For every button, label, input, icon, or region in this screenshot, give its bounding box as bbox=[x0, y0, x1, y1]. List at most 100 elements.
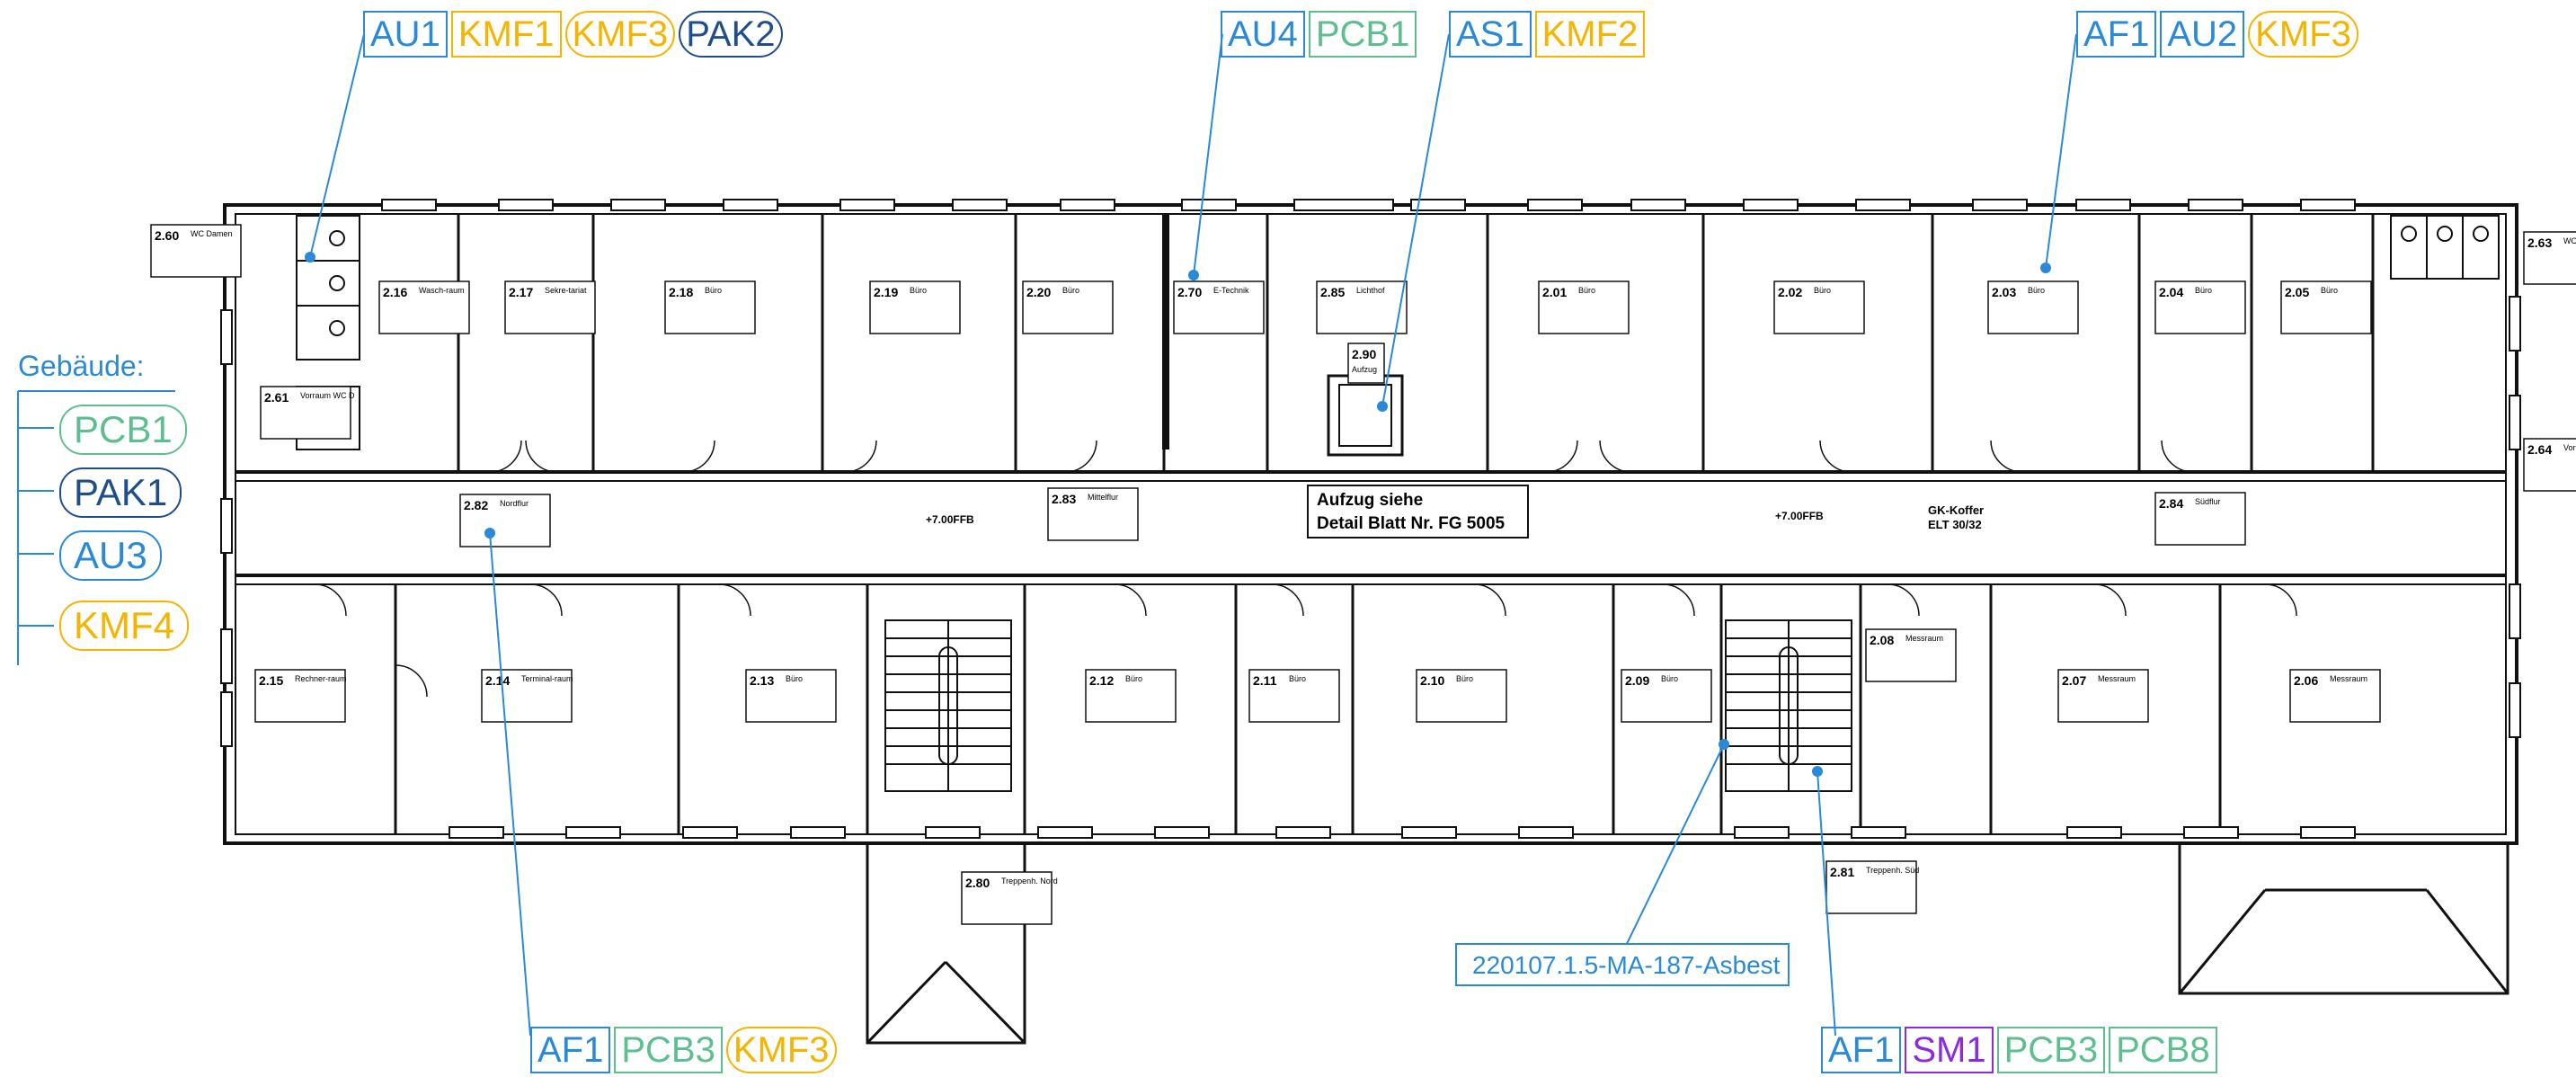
elevator-note: Aufzug siehe Detail Blatt Nr. FG 5005 bbox=[1307, 485, 1529, 538]
tag-af1: AF1 bbox=[2076, 11, 2157, 58]
tag-kmf3: KMF3 bbox=[564, 11, 676, 58]
room-name: Treppenh. Nord bbox=[1001, 877, 1058, 886]
tag-pcb3: PCB3 bbox=[614, 1027, 723, 1073]
room-name: Vorraum bbox=[2563, 443, 2576, 452]
room-name: Lichthof bbox=[1356, 286, 1385, 295]
room-number: 2.05 bbox=[2285, 285, 2309, 299]
room-name: Büro bbox=[705, 286, 722, 295]
room-2-18: 2.18 Büro bbox=[664, 280, 756, 334]
windows-side bbox=[220, 296, 2521, 747]
room-name: Südflur bbox=[2195, 497, 2221, 506]
room-number: 2.82 bbox=[464, 498, 488, 512]
room-number: 2.15 bbox=[259, 673, 283, 688]
tag-af1: AF1 bbox=[1821, 1027, 1902, 1073]
room-number: 2.01 bbox=[1542, 285, 1567, 299]
floor-level-north: +7.00FFB bbox=[926, 513, 974, 526]
south-partitions bbox=[394, 584, 2222, 834]
legend-item-pak1: PAK1 bbox=[59, 467, 182, 518]
room-name: WC Damen bbox=[191, 229, 233, 238]
room-number: 2.63 bbox=[2527, 236, 2552, 250]
room-name: Sekre-tariat bbox=[545, 286, 587, 295]
room-number: 2.64 bbox=[2527, 442, 2552, 457]
wc-stalls-east bbox=[2390, 215, 2500, 280]
tag-af1: AF1 bbox=[530, 1027, 611, 1073]
room-name: Nordflur bbox=[500, 499, 529, 508]
room-name: Büro bbox=[1062, 286, 1079, 295]
legend-item-kmf4: KMF4 bbox=[59, 601, 190, 651]
floor-level-south: +7.00FFB bbox=[1775, 510, 1824, 522]
room-name: Messraum bbox=[2330, 674, 2367, 683]
room-number: 2.11 bbox=[1253, 673, 1277, 688]
room-2-20: 2.20 Büro bbox=[1022, 280, 1114, 334]
doors bbox=[314, 440, 2297, 698]
room-number: 2.80 bbox=[965, 876, 990, 890]
room-number: 2.61 bbox=[264, 390, 289, 405]
room-number: 2.13 bbox=[750, 673, 774, 688]
tag-kmf3: KMF3 bbox=[725, 1027, 837, 1073]
room-2-82: 2.82 Nordflur bbox=[459, 494, 551, 547]
room-number: 2.19 bbox=[874, 285, 898, 299]
tag-as1: AS1 bbox=[1449, 11, 1532, 58]
tag-au4: AU4 bbox=[1221, 11, 1305, 58]
room-name: WC Herren bbox=[2563, 236, 2576, 245]
room-number: 2.84 bbox=[2159, 496, 2183, 511]
tag-sm1: SM1 bbox=[1905, 1027, 1994, 1073]
room-name: Büro bbox=[2321, 286, 2338, 295]
stairs-north bbox=[884, 619, 1012, 792]
room-name: Büro bbox=[1814, 286, 1831, 295]
room-number: 2.02 bbox=[1778, 285, 1802, 299]
callout-lines bbox=[309, 33, 2077, 1037]
sample-label: 220107.1.5-MA-187-Asbest bbox=[1472, 951, 1781, 979]
stairs-south bbox=[1725, 619, 1852, 792]
room-2-70: 2.70 E-Technik bbox=[1173, 280, 1265, 334]
callout-dots bbox=[305, 252, 2051, 777]
room-number: 2.08 bbox=[1870, 633, 1894, 647]
room-2-01: 2.01 Büro bbox=[1538, 280, 1630, 334]
room-number: 2.90 bbox=[1352, 347, 1376, 361]
room-name: Büro bbox=[1578, 286, 1595, 295]
elevator-note-line1: Aufzug siehe bbox=[1317, 491, 1423, 510]
room-number: 2.60 bbox=[155, 228, 179, 243]
room-name: Rechner-raum bbox=[295, 674, 347, 683]
room-number: 2.18 bbox=[669, 285, 693, 299]
room-name: E-Technik bbox=[1213, 286, 1249, 295]
room-number: 2.85 bbox=[1320, 285, 1345, 299]
sample-label-box bbox=[1455, 943, 1790, 986]
legend-bracket bbox=[17, 390, 175, 665]
room-2-05: 2.05 Büro bbox=[2280, 280, 2372, 334]
room-number: 2.70 bbox=[1177, 285, 1202, 299]
legend-item-pcb1: PCB1 bbox=[59, 405, 187, 455]
tag-kmf3: KMF3 bbox=[2248, 11, 2358, 58]
elevator-shaft bbox=[1327, 374, 1404, 457]
room-number: 2.20 bbox=[1026, 285, 1051, 299]
corridor-walls bbox=[235, 470, 2506, 585]
tag-kmf2: KMF2 bbox=[1534, 11, 1646, 58]
elevator-note-line2: Detail Blatt Nr. FG 5005 bbox=[1317, 514, 1506, 533]
room-2-63: 2.63 WC Herren bbox=[2523, 231, 2576, 285]
room-2-84: 2.84 Südflur bbox=[2154, 492, 2246, 546]
room-2-85: 2.85 Lichthof bbox=[1316, 280, 1408, 334]
room-name: Vorraum WC D bbox=[300, 391, 355, 400]
north-partitions bbox=[457, 214, 2375, 472]
room-name: Wasch-raum bbox=[419, 286, 465, 295]
room-number: 2.83 bbox=[1052, 492, 1076, 506]
room-name: Büro bbox=[910, 286, 927, 295]
